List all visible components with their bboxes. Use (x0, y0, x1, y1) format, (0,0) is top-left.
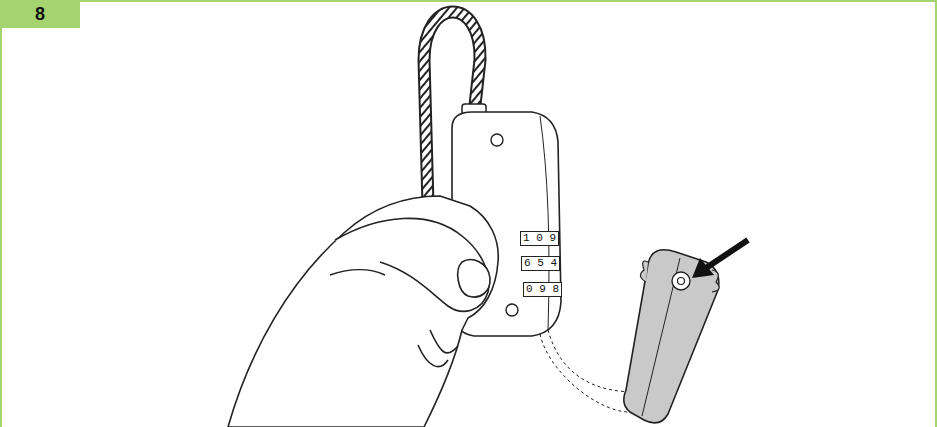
dial-digits: 0 9 8 (523, 282, 562, 297)
dial-digits: 1 0 9 (520, 231, 559, 246)
dial-digits: 6 5 4 (521, 256, 560, 271)
hand (228, 196, 498, 427)
pointer-arrow (692, 240, 748, 278)
frame-line (0, 0, 2, 427)
frame-line (0, 0, 937, 2)
dashed-guide (540, 334, 634, 412)
frame-line (935, 0, 937, 427)
step-number: 8 (35, 4, 45, 25)
removed-part (624, 250, 719, 423)
step-number-box: 8 (0, 0, 80, 28)
dashed-guide (548, 330, 636, 392)
